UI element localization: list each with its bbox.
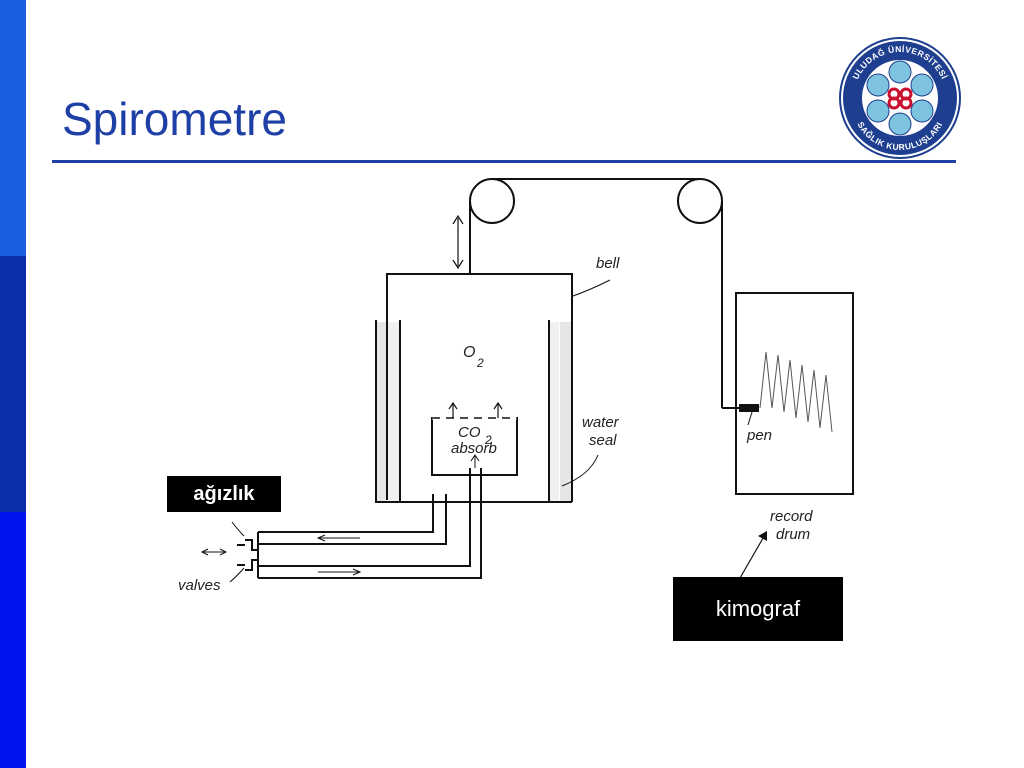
sidebar-band-bottom xyxy=(0,512,26,768)
water-left xyxy=(377,322,386,501)
title-underline xyxy=(52,160,956,163)
inhale-tube-inner xyxy=(258,468,471,567)
inhale-tube-outer xyxy=(258,468,482,579)
label-absorb: absorb xyxy=(451,440,497,457)
kymograph-drum xyxy=(735,292,854,495)
bell-chamber xyxy=(386,273,573,500)
university-logo: ULUDAĞ ÜNİVERSİTESİ SAĞLIK KURULUŞLARI xyxy=(839,37,961,159)
co2-arrows xyxy=(448,401,503,418)
emblem-icon xyxy=(887,87,913,110)
valve-flow-arrow xyxy=(200,548,228,556)
bell-motion-arrow xyxy=(452,214,464,270)
label-o2: O xyxy=(463,344,475,361)
pulley-left xyxy=(469,178,515,224)
valve-lower xyxy=(245,559,258,571)
label-co2: CO xyxy=(458,424,481,441)
spirogram-trace xyxy=(759,351,833,433)
label-record: record xyxy=(770,508,813,525)
exhale-tube-outer xyxy=(258,494,447,545)
tank-left-wall xyxy=(375,320,572,503)
callout-kymograph: kimograf xyxy=(673,577,843,641)
sidebar-band-middle xyxy=(0,256,26,512)
spirometer-diagram: bell O 2 CO 2 absorb water seal pen reco… xyxy=(178,178,854,594)
label-seal: seal xyxy=(589,432,617,449)
label-water: water xyxy=(582,414,620,431)
pulley-right xyxy=(677,178,723,224)
valve-upper xyxy=(245,539,258,551)
label-valves: valves xyxy=(178,577,221,594)
label-co2-subscript: 2 xyxy=(484,433,492,447)
water-right xyxy=(560,322,571,501)
label-drum: drum xyxy=(776,526,810,543)
pen-tip xyxy=(739,404,759,412)
callout-mouthpiece: ağızlık xyxy=(167,476,281,512)
label-bell: bell xyxy=(596,255,620,272)
exhale-tube-inner xyxy=(258,494,434,533)
slide-title: Spirometre xyxy=(62,93,287,145)
sidebar-band-top xyxy=(0,0,26,256)
label-pen: pen xyxy=(746,427,772,444)
label-o2-subscript: 2 xyxy=(476,356,484,370)
flow-arrows xyxy=(316,454,480,576)
leader-lines xyxy=(229,279,753,583)
